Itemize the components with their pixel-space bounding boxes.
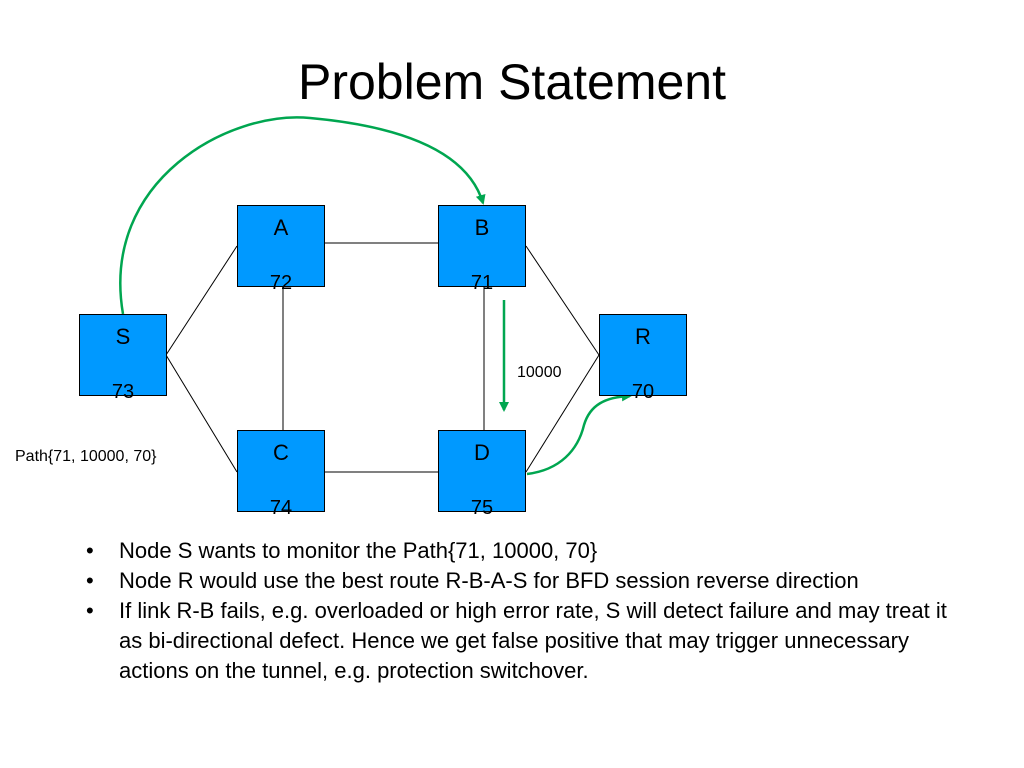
network-diagram bbox=[119, 116, 632, 476]
node-r-label: R bbox=[635, 324, 651, 349]
bullet-dot: • bbox=[86, 538, 94, 563]
bullet-item-3: • If link R-B fails, e.g. overloaded or … bbox=[80, 596, 960, 686]
node-s[interactable]: S 73 bbox=[79, 314, 167, 403]
bullet-item-1: • Node S wants to monitor the Path{71, 1… bbox=[80, 536, 960, 566]
node-d[interactable]: D 75 bbox=[438, 430, 526, 519]
bullet-dot: • bbox=[86, 598, 94, 623]
node-a-label: A bbox=[273, 215, 289, 240]
node-c-value: 74 bbox=[269, 497, 293, 519]
bullet-item-2: • Node R would use the best route R-B-A-… bbox=[80, 566, 960, 596]
node-r-value: 70 bbox=[631, 381, 655, 403]
slide-title: Problem Statement bbox=[298, 54, 726, 110]
node-b-value: 71 bbox=[470, 272, 494, 294]
node-d-value: 75 bbox=[470, 497, 494, 519]
node-a-value: 72 bbox=[269, 272, 293, 294]
bullet-text: Node S wants to monitor the Path{71, 100… bbox=[119, 538, 598, 563]
path-arrow-s-to-b bbox=[119, 116, 486, 315]
link-d-r bbox=[525, 354, 600, 473]
link-s-a bbox=[165, 245, 238, 356]
bullet-text: If link R-B fails, e.g. overloaded or hi… bbox=[119, 598, 947, 683]
node-b[interactable]: B 71 bbox=[438, 205, 526, 294]
path-label: Path{71, 10000, 70} bbox=[15, 448, 157, 465]
node-s-value: 73 bbox=[111, 381, 135, 403]
node-b-label: B bbox=[474, 215, 490, 240]
link-b-d-metric-label: 10000 bbox=[517, 364, 562, 381]
link-b-r bbox=[525, 245, 600, 356]
bullet-dot: • bbox=[86, 568, 94, 593]
node-a[interactable]: A 72 bbox=[237, 205, 325, 294]
node-c[interactable]: C 74 bbox=[237, 430, 325, 519]
node-s-label: S bbox=[115, 324, 131, 349]
bullet-text: Node R would use the best route R-B-A-S … bbox=[119, 568, 859, 593]
node-c-label: C bbox=[273, 440, 289, 465]
bullet-list: • Node S wants to monitor the Path{71, 1… bbox=[80, 536, 960, 686]
node-d-label: D bbox=[474, 440, 490, 465]
path-arrow-d-to-r bbox=[526, 391, 632, 476]
link-s-c bbox=[165, 354, 238, 473]
node-r[interactable]: R 70 bbox=[599, 314, 687, 403]
